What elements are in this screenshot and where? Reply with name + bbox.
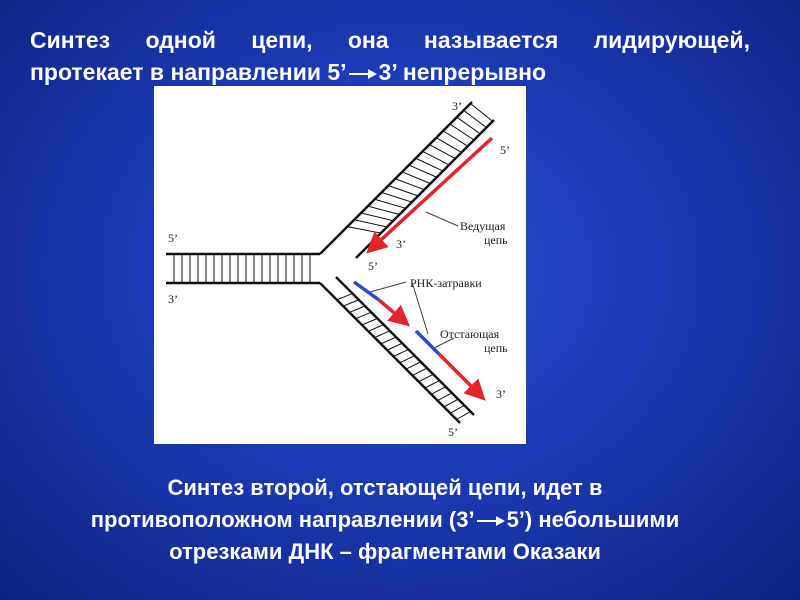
label-lagging-end: 3’ <box>496 387 506 401</box>
label-leading-start: 5’ <box>500 143 510 157</box>
top-word: она <box>347 27 389 53</box>
base-pair-rung <box>429 144 456 160</box>
label-rna-primers: РНК-затравки <box>410 276 482 290</box>
label-lower-arm-end: 5’ <box>448 425 458 439</box>
base-pair-rung <box>412 367 428 376</box>
base-pair-rung <box>349 305 366 313</box>
bottom-line2-after: 5’) небольшими <box>506 507 680 532</box>
top-caption-line1: Синтез одной цепи, она называется лидиру… <box>30 24 750 56</box>
base-pair-rung <box>381 191 413 203</box>
base-pair-rung <box>436 137 462 153</box>
base-pair-rung <box>368 324 384 332</box>
base-pair-rung <box>456 116 481 135</box>
base-pair-rung <box>443 398 459 408</box>
base-pair-rung <box>354 219 388 228</box>
bottom-caption-line1: Синтез второй, отстающей цепи, идет в <box>167 475 603 500</box>
base-pair-rung <box>386 342 403 351</box>
label-lower-arm-start: 5’ <box>368 259 378 273</box>
upper-arm <box>319 101 495 259</box>
base-pair-rung <box>418 373 434 383</box>
bottom-caption-line2: противоположном направлении (3’ 5’) небол… <box>0 504 770 536</box>
leader-lines <box>369 211 459 349</box>
leading-strand <box>366 136 494 254</box>
okazaki-fragment <box>377 298 410 327</box>
rna-primer <box>414 329 441 356</box>
top-word: лидирующей, <box>593 27 750 53</box>
base-pair-rung <box>388 185 419 197</box>
base-pair-rung <box>355 311 372 320</box>
direction-arrow-icon <box>476 516 505 527</box>
base-pair-rung <box>336 293 353 301</box>
base-pair-rung <box>347 226 381 234</box>
direction-arrow-icon <box>348 68 377 79</box>
top-caption: Синтез одной цепи, она называется лидиру… <box>30 24 750 88</box>
base-pair-rung <box>437 392 453 402</box>
base-pair-rung <box>360 212 394 222</box>
top-word: Синтез <box>30 27 111 53</box>
bottom-caption: Синтез второй, отстающей цепи, идет в пр… <box>0 472 770 568</box>
base-pair-rung <box>361 317 378 326</box>
base-pair-rung <box>342 299 359 307</box>
base-pair-rung <box>399 355 415 364</box>
base-pair-rung <box>415 157 444 172</box>
base-pair-rung <box>424 380 440 389</box>
top-line2-after: 3’ непрерывно <box>378 59 547 85</box>
base-pair-rung <box>449 404 465 414</box>
label-leading-end: 3’ <box>396 237 406 251</box>
base-pair-rung <box>408 164 437 178</box>
base-pair-rung <box>422 150 450 166</box>
base-pair-rung <box>456 411 471 420</box>
base-pair-rung <box>463 109 487 128</box>
base-pair-rung <box>393 348 409 357</box>
okazaki-fragment <box>437 352 486 401</box>
base-pair-rung <box>401 171 431 184</box>
base-pair-rung <box>470 103 493 122</box>
base-pair-rung <box>442 130 469 147</box>
top-word: одной <box>145 27 216 53</box>
bottom-line2-before: противоположном направлении (3’ <box>90 507 475 532</box>
bottom-caption-line3: отрезками ДНК – фрагментами Оказаки <box>169 539 601 564</box>
base-pair-rung <box>380 336 397 345</box>
base-pair-rung <box>431 386 446 395</box>
base-pair-rung <box>405 361 422 370</box>
label-left-bottom-end: 3’ <box>168 292 178 306</box>
base-pair-rung <box>367 205 400 216</box>
base-pair-rung <box>374 198 406 209</box>
label-left-top-end: 5’ <box>168 231 178 245</box>
base-pair-rung <box>449 123 475 141</box>
rna-primer <box>352 280 381 302</box>
base-pair-rung <box>395 178 425 191</box>
lower-arm <box>319 276 486 424</box>
base-pair-rung <box>374 330 391 339</box>
parental-duplex <box>166 252 320 285</box>
top-word: называется <box>423 27 559 53</box>
top-word: цепи, <box>251 27 313 53</box>
top-line2-before: протекает в направлении 5’ <box>30 59 347 85</box>
top-caption-line2: протекает в направлении 5’ 3’ непрерывно <box>30 56 750 88</box>
label-upper-arm-end: 3’ <box>452 99 462 113</box>
